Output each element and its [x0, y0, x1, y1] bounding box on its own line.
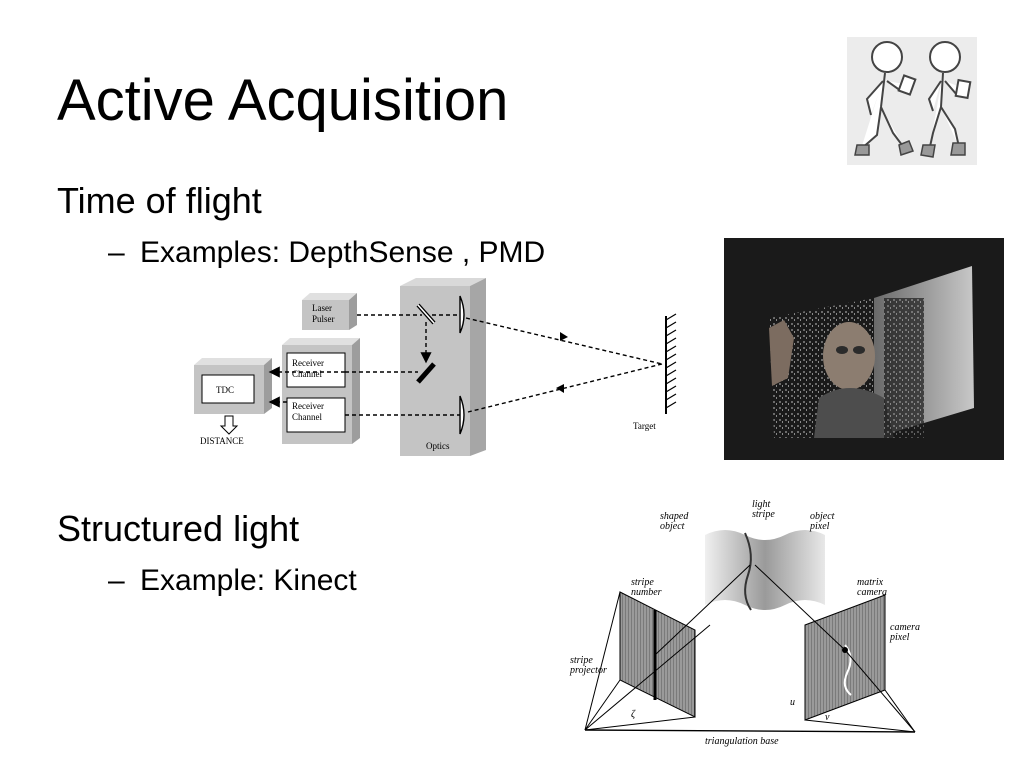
optics-label: Optics: [426, 441, 450, 451]
triangulation-base-label: triangulation base: [705, 736, 779, 747]
shaped-object-label-2: object: [660, 521, 685, 532]
bullet-tof-examples-text: Examples: DepthSense , PMD: [140, 236, 546, 269]
laser-label-line1: Laser: [312, 303, 332, 313]
stripe-number-label-1: stripe: [631, 577, 654, 588]
bullet-dash: –: [108, 236, 125, 269]
distance-label: DISTANCE: [200, 436, 244, 446]
optics-top: [400, 278, 486, 286]
laser-pulser-box: [302, 300, 349, 330]
bullet-tof-examples: –Examples: DepthSense , PMD: [108, 235, 545, 271]
camera-pixel-label-2: pixel: [889, 632, 910, 643]
heading-time-of-flight: Time of flight: [57, 180, 262, 221]
tof-schematic-diagram: Laser Pulser Receiver Channel Receiver C…: [194, 278, 677, 456]
lens-bottom: [459, 395, 465, 435]
receiver2-line2: Channel: [292, 412, 322, 422]
depth-camera-photo: [724, 238, 1004, 460]
matrix-camera-plane: [804, 594, 886, 721]
light-stripe-label-1: light: [752, 499, 771, 510]
heading-structured-light: Structured light: [57, 508, 300, 549]
light-stripe: [744, 532, 752, 611]
receiver2-line1: Receiver: [292, 401, 324, 411]
triangulation-base-line: [584, 729, 916, 733]
stripe-projector-label-1: stripe: [570, 655, 593, 666]
bullet-kinect-text: Example: Kinect: [140, 564, 357, 597]
stripe-number-label-2: number: [631, 587, 662, 598]
v-axis-label: v: [825, 712, 830, 723]
receiver-channel-2: [286, 397, 346, 433]
receiver-channel-1: [286, 352, 346, 388]
camera-pixel-label-1: camera: [890, 622, 920, 633]
u-axis-label: u: [790, 697, 795, 708]
stripe-projector-label-2: projector: [569, 665, 607, 676]
shaped-object: [705, 530, 825, 610]
walking-figures-clipart: [847, 37, 977, 165]
target-label: Target: [633, 421, 656, 431]
zeta-label: ζ: [631, 709, 636, 720]
structured-light-diagram: shaped object light stripe object pixel …: [569, 499, 920, 747]
receiver1-line1: Receiver: [292, 358, 324, 368]
bullet-dash: –: [108, 564, 125, 597]
bullet-structured-light-example: –Example: Kinect: [108, 563, 357, 599]
matrix-camera-label-2: camera: [857, 587, 887, 598]
object-pixel-label-1: object: [810, 511, 835, 522]
mirror: [416, 362, 436, 384]
slide-title: Active Acquisition: [57, 68, 509, 133]
matrix-camera-label-1: matrix: [857, 577, 884, 588]
optics-side: [470, 278, 486, 456]
tdc-box: [201, 374, 255, 404]
lens-top: [459, 295, 465, 334]
laser-label-line2: Pulser: [312, 314, 335, 324]
receiver1-line2: Channel: [292, 369, 322, 379]
shaped-object-label-1: shaped: [660, 511, 689, 522]
object-pixel-label-2: pixel: [809, 521, 830, 532]
tdc-label: TDC: [216, 385, 234, 395]
stripe-projector-plane: [619, 591, 696, 718]
light-stripe-label-2: stripe: [752, 509, 775, 520]
